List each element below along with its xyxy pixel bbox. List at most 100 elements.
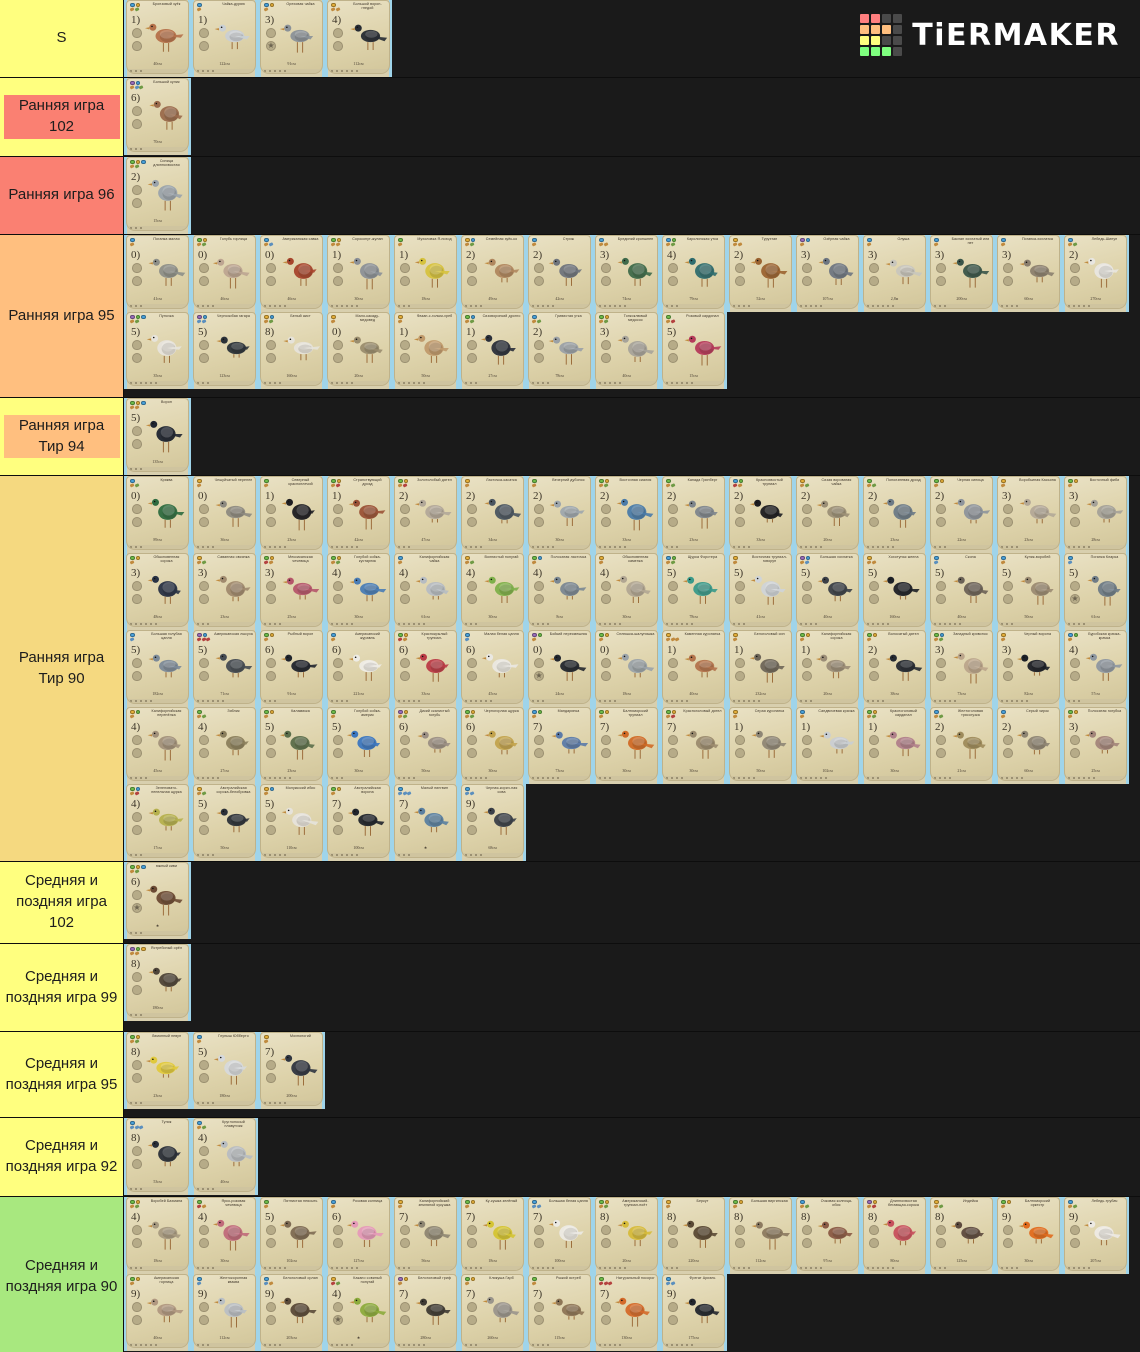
tier-label[interactable]: Ранняя игра 96	[0, 157, 124, 234]
tier-label[interactable]: Средняя и поздняя игра 99	[0, 944, 124, 1031]
tier-label[interactable]: Ранняя игра 102	[0, 78, 124, 156]
tier-label[interactable]: Средняя и поздняя игра 102	[0, 862, 124, 943]
tier-label[interactable]: S	[0, 0, 124, 77]
bird-card[interactable]: Краснокрылый трупиал-пересмешник6) 33см	[392, 630, 459, 707]
tier-label[interactable]: Ранняя игра 95	[0, 235, 124, 397]
bird-card[interactable]: Северный красноплечий трупиал1) 23см	[258, 476, 325, 553]
